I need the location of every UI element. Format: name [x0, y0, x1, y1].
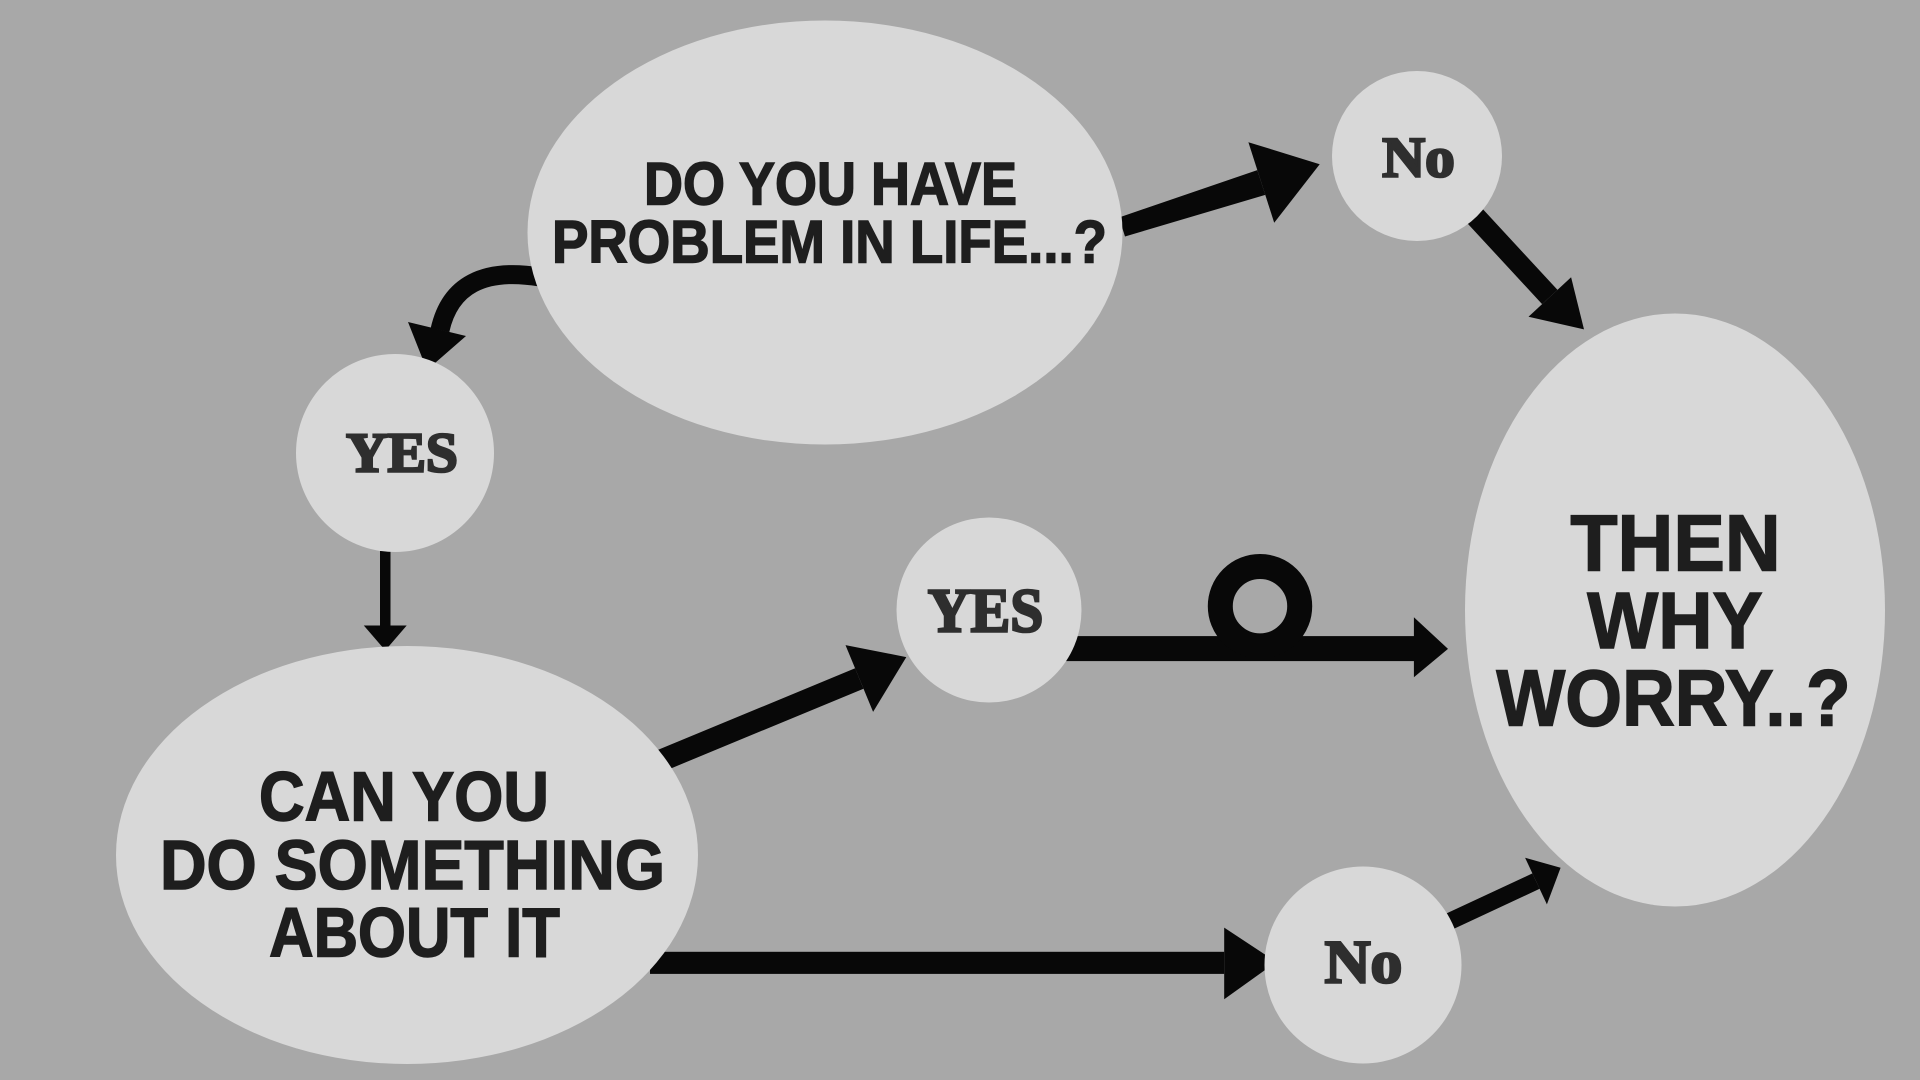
svg-text:WORRY..?: WORRY..?: [1496, 654, 1850, 743]
svg-text:DO SOMETHING: DO SOMETHING: [160, 827, 665, 905]
svg-text:ABOUT IT: ABOUT IT: [269, 893, 560, 972]
svg-text:THEN: THEN: [1570, 498, 1780, 588]
svg-text:WHY: WHY: [1587, 577, 1762, 666]
svg-text:PROBLEM IN LIFE...?: PROBLEM IN LIFE...?: [552, 209, 1107, 276]
svg-text:No: No: [1325, 929, 1403, 997]
svg-text:No: No: [1382, 126, 1454, 190]
svg-text:YES: YES: [928, 576, 1043, 646]
svg-text:DO YOU HAVE: DO YOU HAVE: [644, 151, 1017, 218]
svg-text:YES: YES: [346, 422, 458, 484]
svg-text:CAN YOU: CAN YOU: [259, 759, 549, 837]
